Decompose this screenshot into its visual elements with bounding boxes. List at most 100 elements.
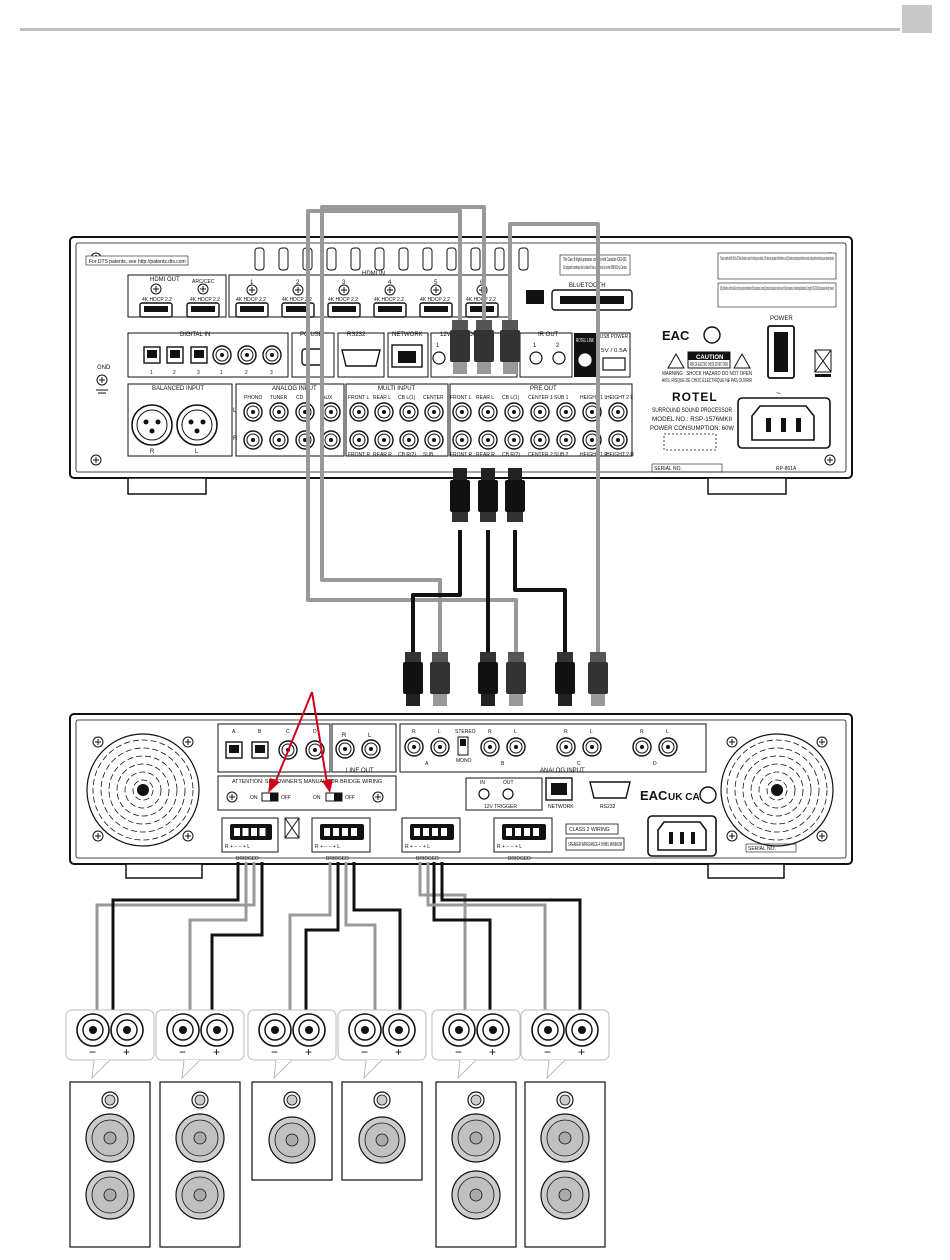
- terminal-slot: [342, 828, 348, 836]
- binding-post-plus[interactable]: [382, 1013, 416, 1047]
- multi-input-jack[interactable]: [424, 430, 444, 450]
- pre-out-jack-bottom[interactable]: [530, 430, 550, 450]
- line-out-jack-r[interactable]: [335, 739, 355, 759]
- stereo-label: STEREO: [455, 729, 476, 735]
- cable-front-l: [306, 209, 518, 660]
- analog-jack-l[interactable]: [321, 402, 341, 422]
- rs232-port[interactable]: [341, 349, 381, 367]
- multi-input-jack[interactable]: [399, 402, 419, 422]
- analog-jack-r[interactable]: [295, 430, 315, 450]
- amp-analog-jack-l[interactable]: [430, 737, 450, 757]
- vent-slot: [398, 247, 409, 271]
- pc-usb-port[interactable]: [301, 348, 323, 366]
- hdmi-in-port-1[interactable]: [235, 302, 269, 318]
- pre-out-jack-top[interactable]: [608, 402, 628, 422]
- binding-post-minus[interactable]: [258, 1013, 292, 1047]
- multi-input-jack[interactable]: [424, 402, 444, 422]
- terminal-slot: [259, 828, 266, 836]
- ir-jack-1[interactable]: [529, 351, 543, 365]
- trigger-jack-1[interactable]: [432, 351, 446, 365]
- multi-input-jack[interactable]: [374, 430, 394, 450]
- multi-input-jack[interactable]: [374, 402, 394, 422]
- hdmi-in-port-3[interactable]: [327, 302, 361, 318]
- binding-post-plus[interactable]: [476, 1013, 510, 1047]
- speaker-6: −+: [520, 1009, 610, 1248]
- hdmi-out-port-1[interactable]: [139, 302, 173, 318]
- xlr-r[interactable]: [131, 404, 173, 446]
- rotel-link-jack[interactable]: [578, 353, 592, 367]
- minus-sign: −: [544, 1045, 551, 1059]
- rca-plug-top: [450, 320, 470, 374]
- ir-num-2: 2: [556, 343, 560, 349]
- pre-out-jack-top[interactable]: [478, 402, 498, 422]
- digital-in-label: DIGITAL IN: [180, 332, 210, 338]
- usb-power-port[interactable]: [602, 357, 626, 371]
- amp-analog-letter: A: [425, 761, 429, 767]
- usb-rating: 5V / 0.5A: [601, 348, 628, 354]
- class2-box: [565, 823, 619, 835]
- pre-out-jack-bottom[interactable]: [504, 430, 524, 450]
- hdmi-out-port-2[interactable]: [186, 302, 220, 318]
- fan-ring: [92, 739, 194, 841]
- amp-analog-jack-r[interactable]: [632, 737, 652, 757]
- hdmi-in-number: 5: [434, 280, 438, 286]
- pre-out-top-label: HEIGHT 1 L: [580, 395, 607, 401]
- multi-input-jack[interactable]: [399, 430, 419, 450]
- pre-out-jack-bottom[interactable]: [452, 430, 472, 450]
- xlr-l[interactable]: [176, 404, 218, 446]
- multi-input-jack[interactable]: [349, 402, 369, 422]
- plus-sign: +: [213, 1045, 220, 1059]
- binding-post-minus[interactable]: [166, 1013, 200, 1047]
- trigger-out-jack[interactable]: [502, 788, 514, 800]
- pre-out-jack-bottom[interactable]: [608, 430, 628, 450]
- pre-out-jack-top[interactable]: [452, 402, 472, 422]
- multi-input-label: MULTI INPUT: [378, 386, 416, 392]
- amp-analog-jack-l[interactable]: [658, 737, 678, 757]
- pre-out-jack-bottom[interactable]: [478, 430, 498, 450]
- vent-slot: [422, 247, 433, 271]
- amp-analog-letter: C: [577, 761, 581, 767]
- analog-jack-r[interactable]: [269, 430, 289, 450]
- amp-analog-jack-r[interactable]: [480, 737, 500, 757]
- fan-hub: [771, 784, 783, 796]
- multi-input-jack[interactable]: [349, 430, 369, 450]
- header-tab: [902, 5, 932, 33]
- ir-jack-2[interactable]: [552, 351, 566, 365]
- pre-out-jack-top[interactable]: [530, 402, 550, 422]
- hdmi-out-hdcp-2: 4K HDCP 2.2: [190, 297, 220, 303]
- amplifier-unit: ABCDA R L LINE OUT ANALOG INPUT RLARLBRL…: [69, 713, 853, 879]
- amp-rs232-port[interactable]: [589, 781, 631, 799]
- hdmi-in-port-5[interactable]: [419, 302, 453, 318]
- amp-analog-jack-l[interactable]: [506, 737, 526, 757]
- binding-post-minus[interactable]: [531, 1013, 565, 1047]
- speaker-wire-plus: [210, 862, 264, 1025]
- amp-analog-jack-r[interactable]: [404, 737, 424, 757]
- amp-analog-jack-l[interactable]: [582, 737, 602, 757]
- vent-slot: [350, 247, 361, 271]
- amp-analog-jack-r[interactable]: [556, 737, 576, 757]
- analog-jack-l[interactable]: [269, 402, 289, 422]
- hdmi-in-screw: [430, 284, 442, 296]
- analog-jack-l[interactable]: [295, 402, 315, 422]
- binding-post-minus[interactable]: [442, 1013, 476, 1047]
- analog-jack-r[interactable]: [321, 430, 341, 450]
- woofer-dustcap: [103, 1188, 117, 1202]
- line-out-jack-l[interactable]: [361, 739, 381, 759]
- binding-post-minus[interactable]: [76, 1013, 110, 1047]
- hdmi-in-port-4[interactable]: [373, 302, 407, 318]
- binding-post-plus[interactable]: [565, 1013, 599, 1047]
- binding-post-plus[interactable]: [110, 1013, 144, 1047]
- analog-side-r: R: [233, 436, 238, 442]
- analog-jack-l[interactable]: [243, 402, 263, 422]
- binding-post-plus[interactable]: [292, 1013, 326, 1047]
- binding-post-plus[interactable]: [200, 1013, 234, 1047]
- amp-top-letter: B: [258, 729, 262, 735]
- pre-out-jack-top[interactable]: [504, 402, 524, 422]
- trigger-in-jack[interactable]: [478, 788, 490, 800]
- binding-post-minus[interactable]: [348, 1013, 382, 1047]
- pre-out-jack-bottom[interactable]: [556, 430, 576, 450]
- multi-input-bottom-label: FRONT R: [348, 452, 371, 458]
- analog-jack-r[interactable]: [243, 430, 263, 450]
- pre-out-jack-top[interactable]: [556, 402, 576, 422]
- gnd-terminal[interactable]: [96, 374, 108, 386]
